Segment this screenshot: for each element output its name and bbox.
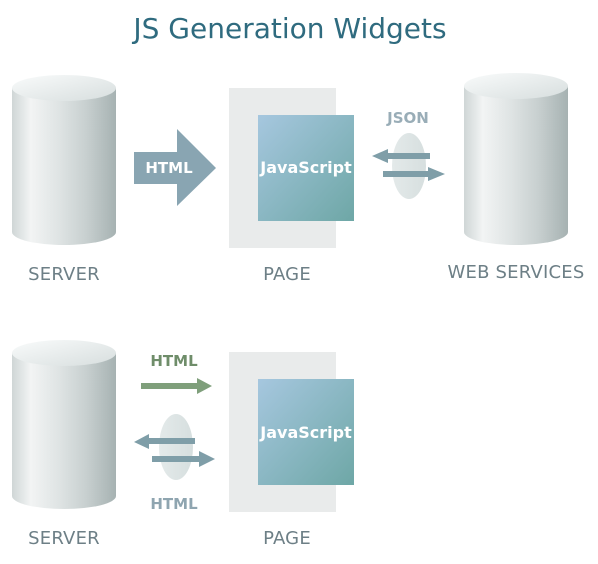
top-javascript-label: JavaScript — [259, 158, 352, 177]
top-javascript-box — [258, 115, 354, 221]
top-json-label: JSON — [386, 109, 429, 127]
bottom-html-exchange-group: HTML — [134, 414, 215, 513]
top-json-right-arrow — [383, 167, 445, 181]
bottom-javascript-label: JavaScript — [259, 423, 352, 442]
top-server-group: SERVER — [12, 75, 116, 285]
bottom-html-top-label: HTML — [150, 352, 198, 370]
top-server-label: SERVER — [28, 264, 100, 285]
web-services-cylinder-top — [464, 73, 568, 99]
bottom-page-label: PAGE — [263, 528, 311, 549]
web-services-group: WEB SERVICES — [448, 73, 585, 283]
top-html-arrow-group: HTML — [134, 129, 216, 206]
bottom-server-label: SERVER — [28, 528, 100, 549]
bottom-html-top-group: HTML — [141, 352, 212, 394]
bottom-html-lens — [159, 414, 193, 480]
top-page-label: PAGE — [263, 264, 311, 285]
bottom-html-top-arrow — [141, 378, 212, 394]
top-html-arrow — [134, 129, 216, 206]
web-services-cylinder-body — [464, 86, 568, 245]
top-json-lens — [392, 133, 426, 199]
bottom-page-group: JavaScript PAGE — [229, 352, 354, 549]
bottom-html-bottom-label: HTML — [150, 495, 198, 513]
top-json-exchange-group: JSON — [372, 109, 445, 199]
top-server-cylinder-body — [12, 88, 116, 245]
bottom-html-right-arrow — [152, 451, 215, 467]
bottom-server-cylinder-body — [12, 353, 116, 509]
bottom-server-group: SERVER — [12, 340, 116, 549]
web-services-label: WEB SERVICES — [448, 262, 585, 283]
top-server-cylinder-top — [12, 75, 116, 101]
top-json-left-arrow — [372, 149, 430, 163]
diagram-title: JS Generation Widgets — [131, 12, 446, 45]
top-html-arrow-label: HTML — [145, 159, 193, 177]
top-page-group: JavaScript PAGE — [229, 88, 354, 285]
bottom-javascript-box — [258, 379, 354, 485]
bottom-html-left-arrow — [134, 434, 195, 449]
bottom-server-cylinder-top — [12, 340, 116, 366]
